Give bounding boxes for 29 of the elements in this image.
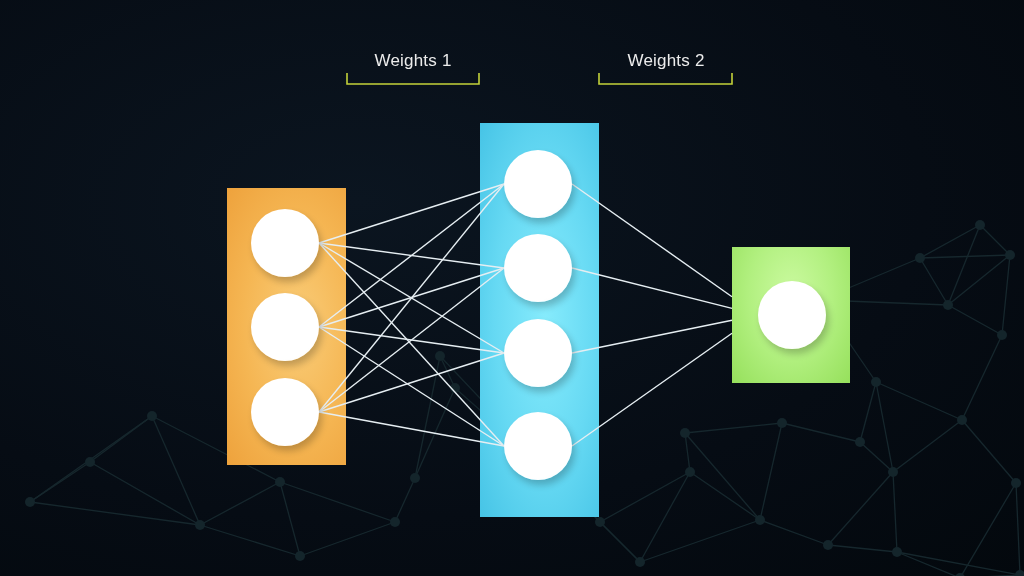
connection-line (571, 267, 733, 310)
layer-panel (480, 123, 599, 517)
connection-line (318, 183, 505, 413)
connection-line (318, 326, 505, 447)
layer-panel (227, 188, 346, 465)
connection-line (318, 411, 505, 447)
connection-line (318, 183, 505, 244)
neuron-circle (504, 150, 572, 218)
neuron-circle (758, 281, 826, 349)
connection-line (571, 332, 733, 447)
weights-label: Weights 2 (627, 51, 705, 71)
neuron-circle (251, 209, 319, 277)
connection-line (571, 183, 733, 298)
connection-line (318, 267, 505, 413)
neuron-circle (251, 293, 319, 361)
connection-line (318, 183, 505, 328)
connection-line (318, 242, 505, 269)
neuron-circle (504, 412, 572, 480)
connection-line (318, 267, 505, 328)
neuron-circle (504, 319, 572, 387)
connection-line (318, 326, 505, 354)
connection-line (571, 319, 733, 354)
neuron-circle (504, 234, 572, 302)
connection-line (318, 242, 505, 447)
layer-panel (732, 247, 850, 383)
connection-line (318, 242, 505, 354)
connection-line (318, 352, 505, 413)
neuron-circle (251, 378, 319, 446)
weights-label: Weights 1 (374, 51, 452, 71)
